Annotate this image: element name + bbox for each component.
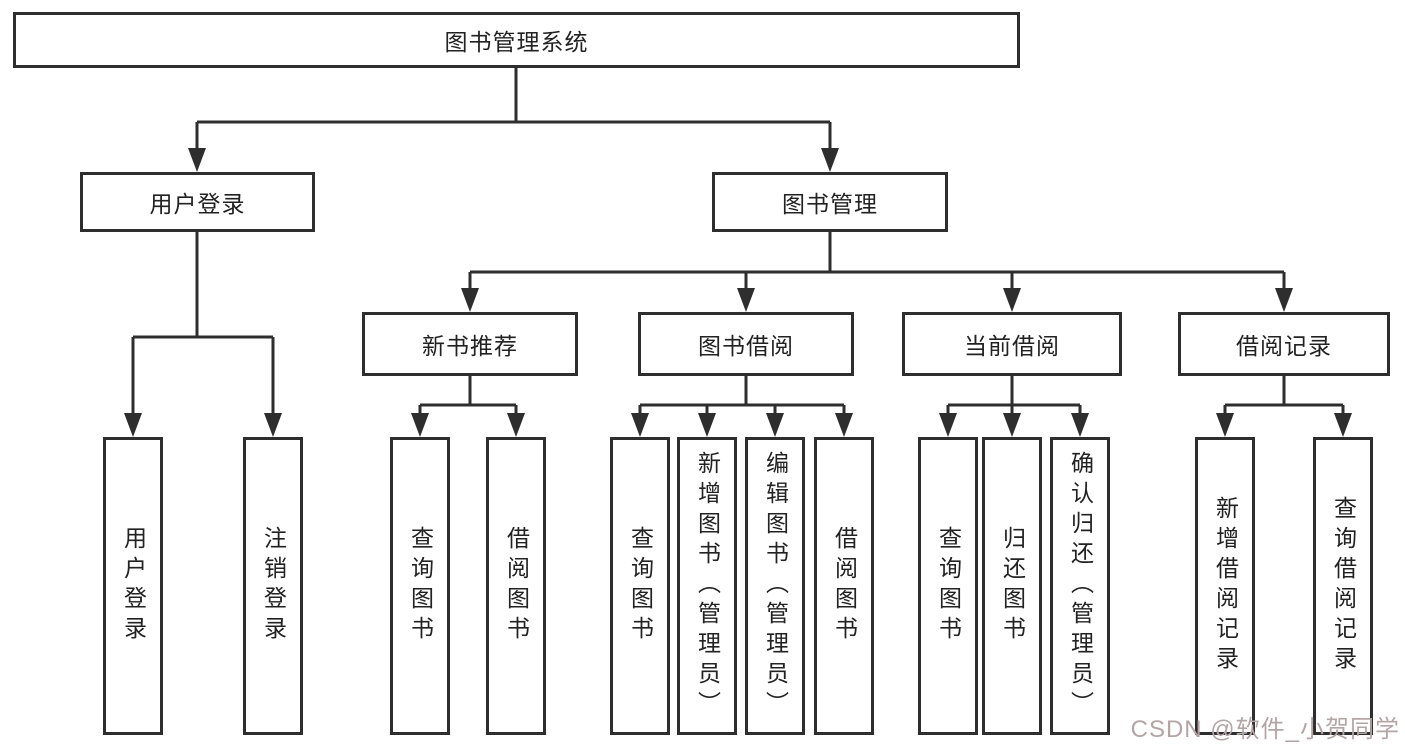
leaf-query-books-recommend: 查询图书	[390, 437, 450, 735]
node-user-login: 用户登录	[80, 172, 315, 232]
leaf-return-books: 归还图书	[982, 437, 1042, 735]
leaf-borrow-books: 借阅图书	[814, 437, 874, 735]
connector-borrow-records	[1216, 376, 1352, 437]
leaf-user-login: 用户登录	[103, 437, 163, 735]
leaf-query-books-current: 查询图书	[918, 437, 978, 735]
leaf-borrow-books-recommend: 借阅图书	[486, 437, 546, 735]
connector-root	[188, 68, 839, 172]
node-book-management: 图书管理	[712, 172, 948, 232]
leaf-edit-book-admin: 编辑图书（管理员）	[745, 437, 805, 735]
node-borrow-records: 借阅记录	[1178, 312, 1390, 376]
connector-book-management	[461, 232, 1293, 312]
node-current-borrow: 当前借阅	[902, 312, 1122, 376]
leaf-query-borrow-record: 查询借阅记录	[1313, 437, 1373, 735]
leaf-confirm-return-admin: 确认归还（管理员）	[1050, 437, 1110, 735]
leaf-add-book-admin: 新增图书（管理员）	[677, 437, 737, 735]
connector-book-borrow	[631, 376, 853, 437]
node-book-borrow: 图书借阅	[638, 312, 854, 376]
leaf-query-books-borrow: 查询图书	[610, 437, 670, 735]
node-library-system: 图书管理系统	[13, 12, 1020, 68]
leaf-add-borrow-record: 新增借阅记录	[1195, 437, 1255, 735]
csdn-watermark: CSDN @软件_小贺同学	[1130, 716, 1400, 743]
node-new-book-recommend: 新书推荐	[362, 312, 578, 376]
leaf-logout: 注销登录	[243, 437, 303, 735]
connector-new-book	[411, 376, 525, 437]
connector-user-login	[124, 232, 282, 437]
connector-current-borrow	[939, 376, 1089, 437]
